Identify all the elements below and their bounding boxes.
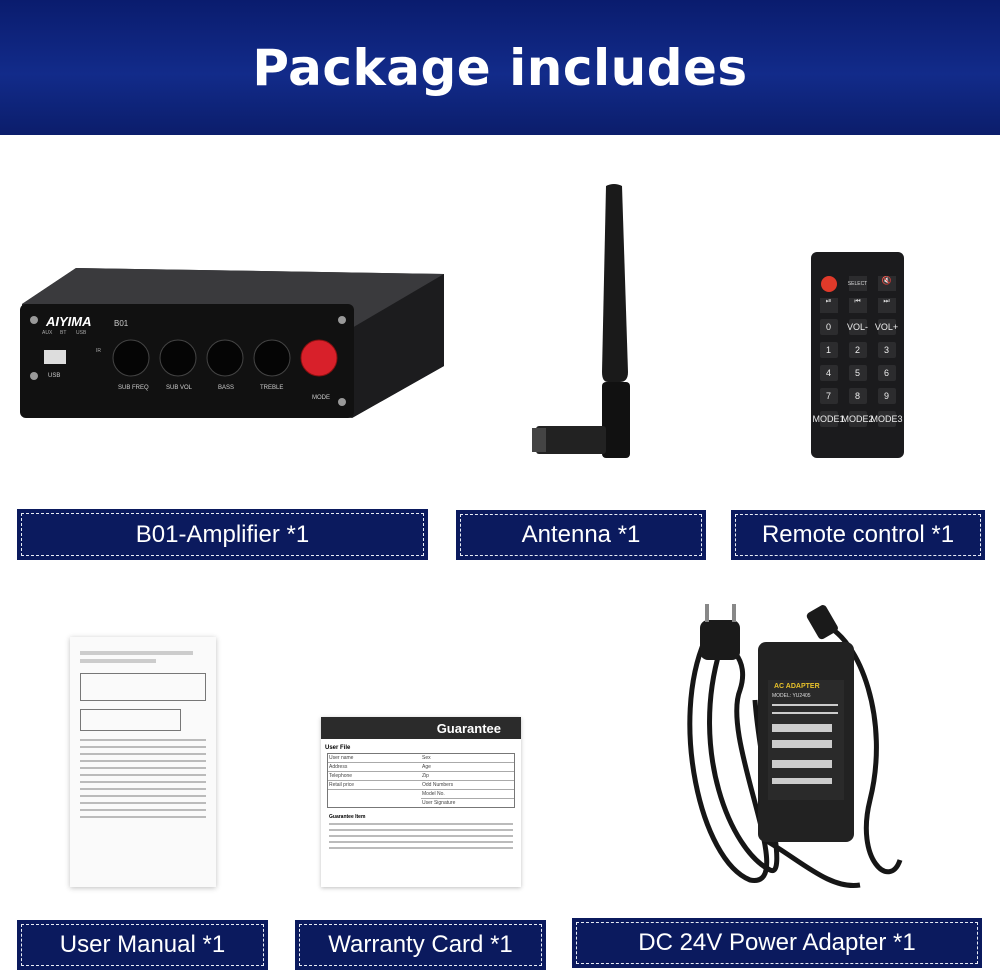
remote-control-image: SELECT 🔇 ⏯ ⏮ ⏭ 0 VOL- VOL+ 1 2 3 4 5 6 7… xyxy=(811,252,904,458)
label-text: User Manual *1 xyxy=(59,931,226,958)
field-label: Zip xyxy=(421,772,514,781)
field-label: Address xyxy=(328,763,421,772)
remote-key: MODE2 xyxy=(842,411,874,427)
warranty-title: Guarantee xyxy=(436,720,501,736)
previous-icon: ⏮ xyxy=(848,298,867,313)
label-warranty-card: Warranty Card *1 xyxy=(295,920,546,970)
remote-key: 9 xyxy=(877,388,896,404)
play-pause-icon: ⏯ xyxy=(819,298,838,313)
remote-key: 4 xyxy=(819,365,838,381)
input-bt-label: BT xyxy=(60,330,66,336)
model-label: B01 xyxy=(114,319,129,328)
label-power-adapter: DC 24V Power Adapter *1 xyxy=(572,918,982,968)
amplifier-image: AIYIMA B01 AUX BT USB USB IR SUB FREQ SU… xyxy=(16,262,446,420)
remote-key: SELECT xyxy=(848,276,867,291)
field-label: Retail price xyxy=(328,781,421,790)
usb-label: USB xyxy=(48,373,60,379)
knob-label: MODE xyxy=(312,395,330,401)
mute-icon: 🔇 xyxy=(877,276,896,291)
label-text: B01-Amplifier *1 xyxy=(135,520,310,548)
usb-port xyxy=(44,350,66,364)
field-label: Sex xyxy=(421,754,514,763)
remote-key: 6 xyxy=(877,365,896,381)
knob-label: TREBLE xyxy=(260,385,283,391)
label-remote-control: Remote control *1 xyxy=(731,510,985,560)
remote-key: MODE1 xyxy=(813,411,845,427)
label-user-manual: User Manual *1 xyxy=(17,920,268,970)
remote-key: MODE3 xyxy=(871,411,903,427)
knob-label: SUB FREQ xyxy=(118,385,149,391)
adapter-model: MODEL: YU2405 xyxy=(772,693,811,699)
brand-logo: AIYIMA xyxy=(45,314,92,329)
remote-key: 0 xyxy=(819,319,838,335)
knob-label: SUB VOL xyxy=(166,385,193,391)
knob-treble xyxy=(253,339,291,377)
knob-label: BASS xyxy=(218,385,234,391)
remote-key: VOL+ xyxy=(875,319,898,335)
field-label: User name xyxy=(328,754,421,763)
header-banner: Package includes xyxy=(0,0,1000,135)
ir-label: IR xyxy=(96,348,101,354)
user-manual-image xyxy=(70,637,216,887)
label-amplifier: B01-Amplifier *1 xyxy=(17,509,428,560)
remote-key: 7 xyxy=(819,388,838,404)
knob-sub-vol xyxy=(159,339,197,377)
next-icon: ⏭ xyxy=(877,298,896,313)
terms-title: Guarantee Item xyxy=(329,814,366,820)
label-text: Antenna *1 xyxy=(521,521,641,548)
knob-bass xyxy=(206,339,244,377)
field-label: Model No. xyxy=(421,790,514,799)
input-usb-label: USB xyxy=(76,330,87,336)
adapter-label: AC ADAPTER xyxy=(774,683,820,690)
page-title: Package includes xyxy=(252,38,748,97)
input-aux-label: AUX xyxy=(42,330,53,336)
knob-sub-freq xyxy=(112,339,150,377)
remote-key: 3 xyxy=(877,342,896,358)
power-button xyxy=(820,276,837,292)
knob-mode xyxy=(300,339,338,377)
label-text: DC 24V Power Adapter *1 xyxy=(638,929,916,956)
power-adapter-image: AC ADAPTER MODEL: YU2405 xyxy=(660,600,908,895)
remote-key: 2 xyxy=(848,342,867,358)
remote-key: VOL- xyxy=(847,319,868,335)
label-antenna: Antenna *1 xyxy=(456,510,706,560)
label-text: Remote control *1 xyxy=(761,521,955,548)
field-label: Age xyxy=(421,763,514,772)
field-label: Telephone xyxy=(328,772,421,781)
antenna-image xyxy=(528,182,632,462)
remote-key: 8 xyxy=(848,388,867,404)
remote-key: 1 xyxy=(819,342,838,358)
field-label: Odd Numbers xyxy=(421,781,514,790)
warranty-section: User File xyxy=(325,745,351,751)
field-label: User Signature xyxy=(422,800,456,806)
label-text: Warranty Card *1 xyxy=(328,931,513,958)
remote-key: 5 xyxy=(848,365,867,381)
